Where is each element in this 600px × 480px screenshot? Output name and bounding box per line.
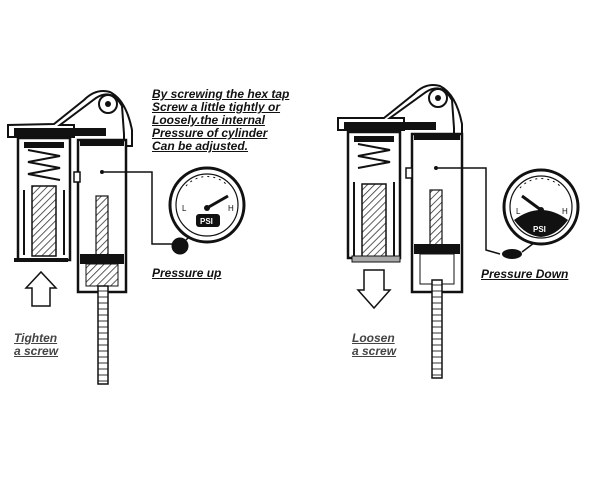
left-port-dot	[100, 170, 104, 174]
left-gauge-high: H	[228, 204, 234, 213]
right-gauge-needle	[521, 194, 542, 212]
left-cylinder-cap	[80, 140, 124, 146]
loosen-label-line: Loosen	[352, 331, 395, 345]
right-pivot-pin	[435, 95, 441, 101]
left-rod	[97, 285, 109, 385]
adjustment-note: By screwing the hex tap Screw a little t…	[152, 88, 289, 153]
right-piston-rod-upper	[429, 189, 443, 247]
tighten-screw-label: Tighten a screw	[14, 332, 58, 358]
right-port	[405, 167, 413, 179]
note-line: By screwing the hex tap	[152, 87, 290, 101]
tighten-label-line: a screw	[14, 344, 59, 358]
right-piston-seal	[414, 244, 460, 254]
right-hose	[482, 167, 501, 255]
right-cylinder-cap	[414, 134, 460, 140]
right-hose-bulb	[502, 249, 522, 259]
down-arrow-icon	[356, 269, 392, 310]
up-arrow-icon	[24, 270, 58, 307]
left-hose	[146, 171, 172, 245]
right-gauge-high: H	[562, 207, 568, 216]
left-gauge-unit: PSI	[200, 217, 213, 226]
left-gauge-low: L	[182, 204, 187, 213]
left-lower-chamber	[85, 263, 119, 287]
right-gauge-fill	[514, 210, 568, 237]
left-assembly: PSI L H	[7, 90, 246, 385]
left-psi-badge	[196, 214, 220, 227]
note-line: Screw a little tightly or	[152, 100, 281, 114]
right-top-bar	[344, 122, 436, 130]
left-spring	[27, 149, 61, 181]
left-spring-cap	[24, 142, 64, 148]
right-assembly: PSI L H	[337, 84, 580, 379]
note-line: Loosely.the internal	[152, 113, 265, 127]
note-line: Pressure of cylinder	[152, 126, 268, 140]
right-pressure-gauge: PSI L H	[502, 168, 580, 246]
left-piston-rod-upper	[95, 195, 109, 257]
pressure-up-label: Pressure up	[152, 266, 222, 280]
right-port-dot	[434, 166, 438, 170]
right-rod	[431, 279, 443, 379]
pressure-down-label: Pressure Down	[481, 267, 569, 281]
right-gauge-unit: PSI	[533, 225, 546, 234]
left-piston	[31, 185, 57, 257]
right-gauge-low: L	[516, 207, 521, 216]
note-line: Can be adjusted.	[152, 139, 249, 153]
right-lower-chamber	[419, 253, 455, 285]
left-pivot-pin	[105, 101, 111, 107]
left-pressure-gauge: PSI L H	[168, 166, 246, 244]
left-piston-seal	[80, 254, 124, 264]
loosen-screw-label: Loosen a screw	[352, 332, 396, 358]
right-spring	[357, 143, 391, 169]
tighten-label-line: Tighten	[14, 331, 58, 345]
left-hose-bulb	[171, 237, 189, 255]
right-base-plate	[351, 255, 401, 263]
left-gauge-needle	[206, 194, 229, 210]
right-piston	[361, 183, 387, 259]
left-base-plate	[14, 258, 68, 262]
left-top-bar	[14, 128, 106, 136]
loosen-label-line: a screw	[352, 344, 397, 358]
left-port	[73, 171, 81, 183]
right-spring-cap	[354, 136, 394, 142]
